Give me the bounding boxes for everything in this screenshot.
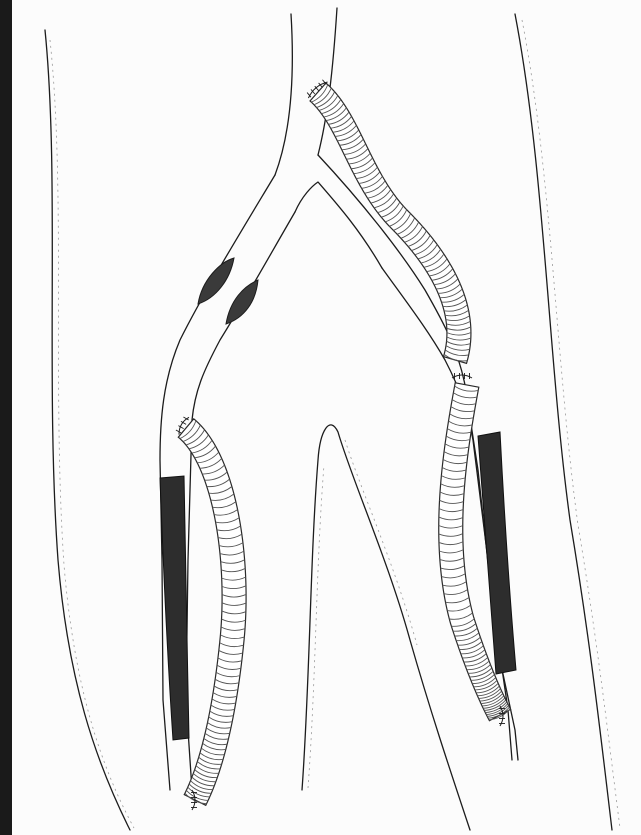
left-dark-edge [0, 0, 12, 835]
